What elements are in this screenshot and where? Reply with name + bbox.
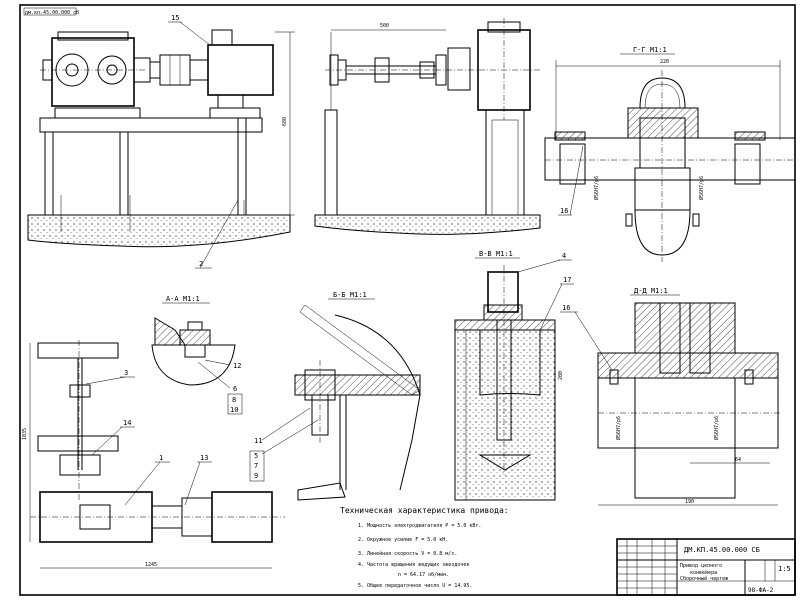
callout-11: 11 xyxy=(254,437,262,445)
scale-value: 1:5 xyxy=(778,565,791,573)
front-view: 2 15 680 xyxy=(27,14,295,269)
view-label-bb: Б-Б М1:1 xyxy=(333,291,367,299)
spec-item: 5. Общее передаточное число U = 14.95. xyxy=(358,582,472,589)
tech-spec: Техническая характеристика привода: 1. М… xyxy=(340,506,509,589)
view-label-aa: А-А М1:1 xyxy=(166,295,200,303)
callout-7: 7 xyxy=(254,462,258,470)
callout-10: 10 xyxy=(230,406,238,414)
section-gg: Г-Г М1:1 220 Ø56H7/p6 Ø56H7/p6 16 xyxy=(544,46,796,262)
callout-1: 1 xyxy=(159,454,163,462)
fit-label: Ø56H7/p6 xyxy=(713,416,720,440)
drawing-code: ДМ.КП.45.00.000 СБ xyxy=(684,546,760,554)
drawing-name: конвейера xyxy=(690,570,717,576)
callout-7: 4 xyxy=(562,252,566,260)
spec-item: 2. Окружное усилие F = 5.0 кН. xyxy=(358,537,448,543)
callout-8: 8 xyxy=(232,396,236,404)
spec-item: 3. Линейная скорость V = 0.8 м/с. xyxy=(358,551,457,557)
callout-5: 5 xyxy=(254,452,258,460)
spec-item: 4. Частота вращения ведущих звездочек xyxy=(358,562,469,568)
callout-6: 6 xyxy=(233,385,237,393)
callout-15: 15 xyxy=(171,14,179,22)
section-bb: Б-Б М1:1 11 5 7 9 xyxy=(249,291,421,501)
fit-label: Ø56H7/p6 xyxy=(593,176,600,200)
view-label-vv: В-В М1:1 xyxy=(479,250,513,258)
dim-64: 64 xyxy=(735,457,741,463)
callout-17: 16 xyxy=(562,304,570,312)
section-vv: В-В М1:1 200 4 17 xyxy=(454,250,574,501)
sheet-code: 98-ФА-2 xyxy=(748,587,774,594)
spec-item: n = 64.17 об/мин. xyxy=(398,571,449,578)
view-label-gg: Г-Г М1:1 xyxy=(633,46,667,54)
section-aa: А-А М1:1 12 6 8 10 xyxy=(151,295,243,415)
fit-label: Ø56H7/p6 xyxy=(615,416,622,440)
plan-view: 1245 1035 3 14 1 13 xyxy=(22,340,285,569)
spec-item: 1. Мощность электродвигателя P = 5.0 кВт… xyxy=(358,523,481,529)
dim-220: 220 xyxy=(660,59,669,65)
callout-9: 9 xyxy=(254,472,258,480)
tech-spec-title: Техническая характеристика привода: xyxy=(340,506,509,515)
dim-1035: 1035 xyxy=(22,428,28,440)
title-block: ДМ.КП.45.00.000 СБ Привод цепного конвей… xyxy=(616,538,796,596)
svg-text:дм.кп.45.00.000 сб: дм.кп.45.00.000 сб xyxy=(25,9,79,16)
side-view: 500 xyxy=(314,18,541,235)
section-dd: Д-Д М1:1 Ø56H7/p6 Ø56H7/p6 64 190 16 xyxy=(560,287,780,506)
callout-12: 12 xyxy=(233,362,241,370)
dim-680: 680 xyxy=(282,117,288,126)
corner-stamp: дм.кп.45.00.000 сб xyxy=(23,7,79,16)
sheet-frame xyxy=(19,4,796,596)
callout-13: 13 xyxy=(200,454,208,462)
callout-3: 3 xyxy=(124,369,128,377)
callout-4: 17 xyxy=(563,276,571,284)
drawing-name: Привод цепного xyxy=(680,563,722,569)
fit-label: Ø56H7/p6 xyxy=(698,176,705,200)
callout-2: 2 xyxy=(199,260,203,268)
dim-500: 500 xyxy=(380,23,389,29)
callout-16: 16 xyxy=(560,207,568,215)
dim-190: 190 xyxy=(685,499,694,505)
dim-1245: 1245 xyxy=(145,562,157,568)
drawing-name: Сборочный чертеж xyxy=(680,575,728,582)
dim-200: 200 xyxy=(558,371,564,380)
callout-14: 14 xyxy=(123,419,131,427)
view-label-dd: Д-Д М1:1 xyxy=(634,287,668,295)
